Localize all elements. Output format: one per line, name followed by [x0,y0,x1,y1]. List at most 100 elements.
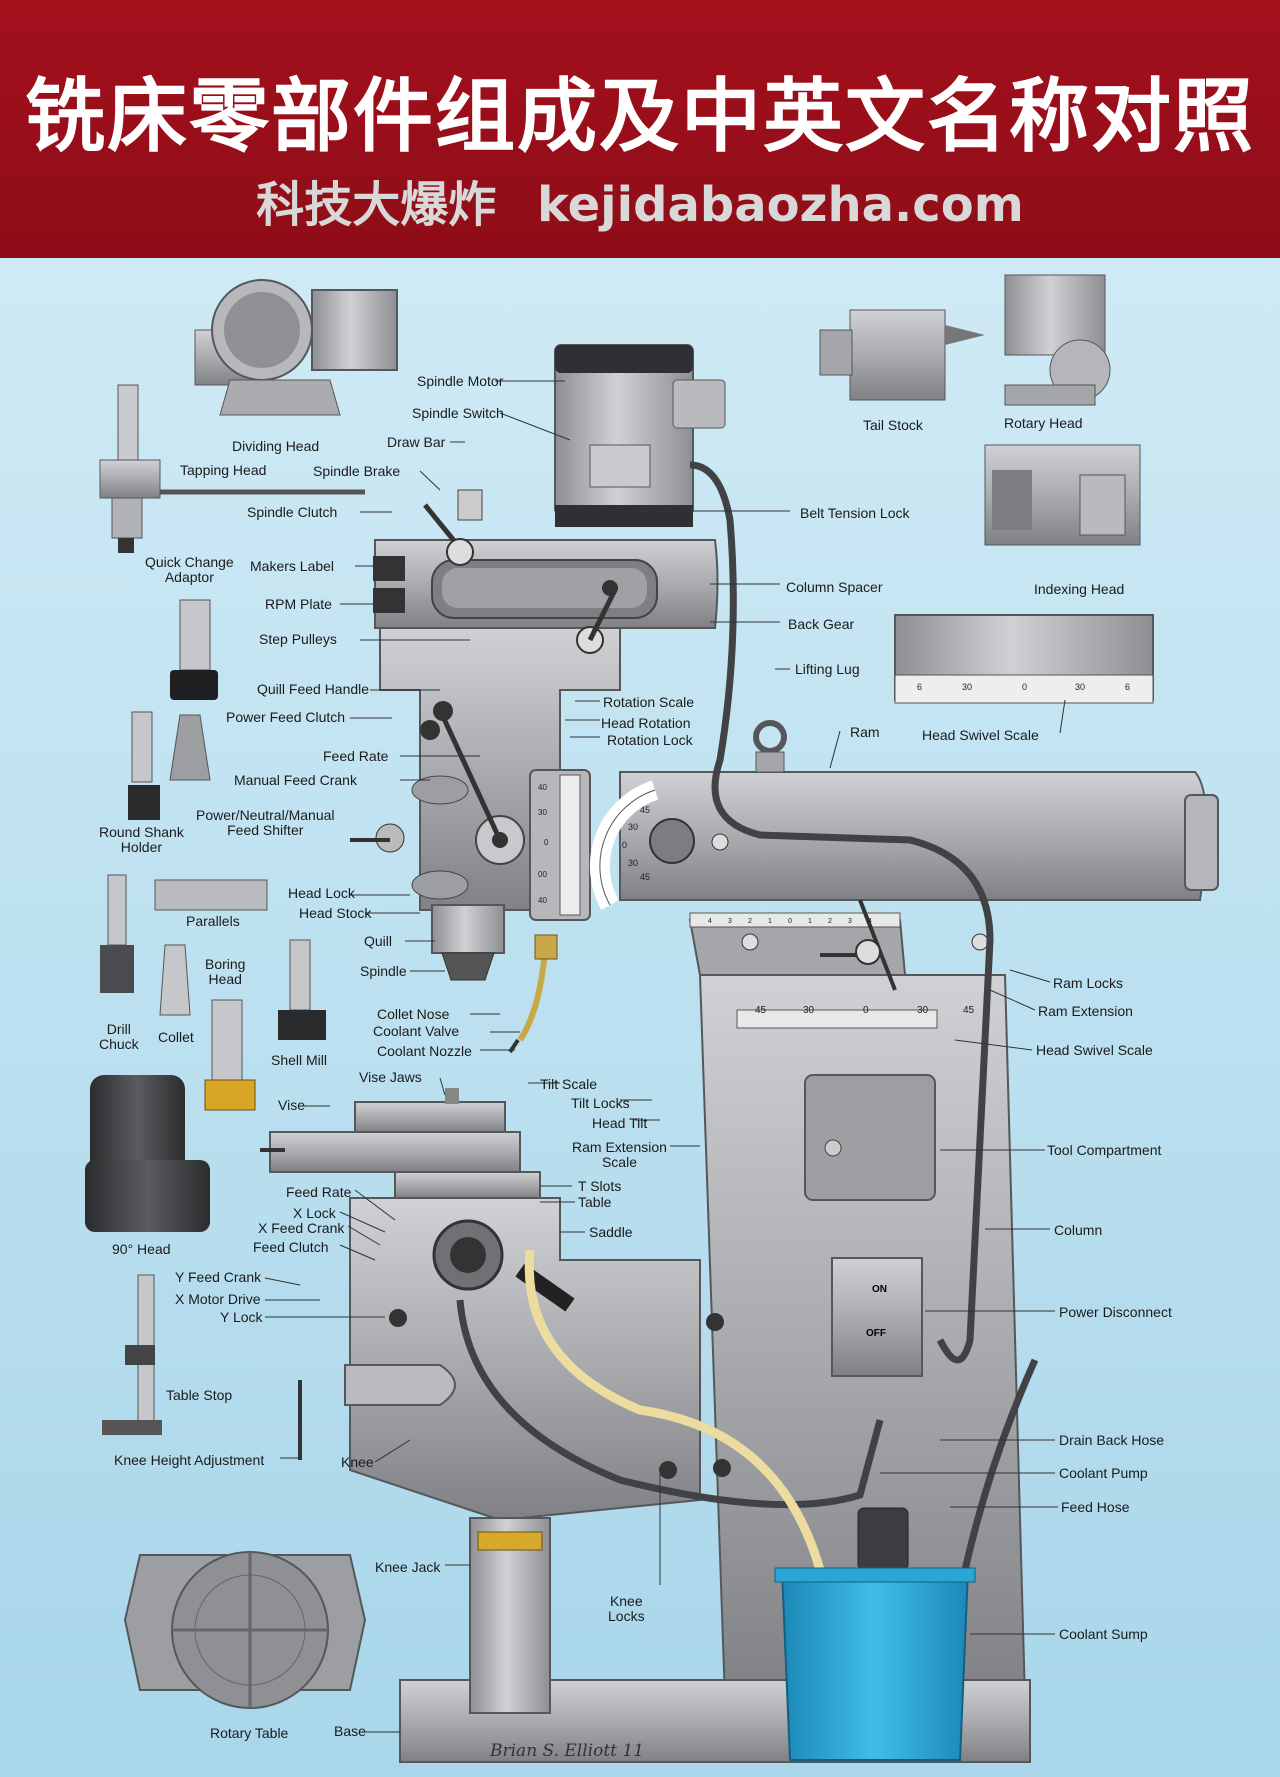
label-column: Column [1054,1222,1103,1238]
label-knee-locks: Knee Locks [608,1593,645,1624]
scale-tick: 2 [748,918,752,925]
rpm-plate [373,588,405,613]
swivel-ram-scale-labels: 45 30 0 30 45 [755,1005,975,1016]
scale-tick: 45 [640,872,650,882]
label-ram-locks: Ram Locks [1053,975,1124,991]
leader-line [1059,699,1066,734]
label-ram-extension: Ram Extension [1038,1003,1133,1019]
leader-line [347,1225,381,1246]
ram-ext-scale-labels: 4 3 2 1 0 1 2 3 4 [708,918,872,925]
ram-extension-scale-bar [689,912,901,928]
scale-tick: 6 [1125,682,1130,692]
label-power-disconnect: Power Disconnect [1059,1304,1172,1320]
label-feed-clutch: Feed Clutch [253,1239,329,1255]
head-assembly [350,344,726,1054]
collet [159,944,191,1016]
label-rotation-lock: Rotation Lock [607,732,693,748]
label-spindle-clutch: Spindle Clutch [247,504,338,520]
scale-tick: 0 [788,918,792,925]
leader-line [989,989,1036,1011]
leader-line [829,730,841,769]
label-collet-nose: Collet Nose [377,1006,450,1022]
switch-off-label: OFF [866,1328,886,1339]
label-column-spacer: Column Spacer [786,579,883,595]
table [394,1171,541,1199]
label-head-tilt: Head Tilt [592,1115,648,1131]
label-feed-rate-head: Feed Rate [323,748,389,764]
scale-tick: 4 [708,918,712,925]
tail-stock [819,309,985,401]
label-makers-label: Makers Label [250,558,335,574]
label-quill: Quill [364,933,393,949]
scale-tick: 0 [863,1005,869,1016]
title-banner: 铣床零部件组成及中英文名称对照 科技大爆炸 kejidabaozha.com [0,0,1280,258]
scale-tick: 40 [538,896,547,905]
scale-tick: 45 [963,1005,975,1016]
rotary-head [1004,274,1111,406]
label-spindle-motor: Spindle Motor [417,373,504,389]
power-disconnect-box: ON OFF [831,1257,923,1377]
rotation-scale-arc [589,780,659,910]
label-saddle: Saddle [589,1224,633,1240]
label-spindle-brake: Spindle Brake [313,463,401,479]
page-title: 铣床零部件组成及中英文名称对照 [25,70,1255,163]
drill-chuck [100,874,134,993]
leader-line [954,1039,1033,1051]
label-knee-height-adjustment: Knee Height Adjustment [114,1452,265,1468]
label-shell-mill: Shell Mill [271,1052,328,1068]
label-draw-bar: Draw Bar [387,434,446,450]
label-head-swivel-scale-top: Head Swivel Scale [922,727,1039,743]
label-step-pulleys: Step Pulleys [259,631,337,647]
label-t-slots: T Slots [578,1178,622,1194]
scale-tick: 30 [628,822,638,832]
label-tilt-scale: Tilt Scale [540,1076,598,1092]
label-vise-jaws: Vise Jaws [359,1069,422,1085]
label-head-swivel-scale: Head Swivel Scale [1036,1042,1153,1058]
tapping-head [99,384,365,553]
vise [260,1088,521,1173]
artist-signature: Brian S. Elliott 11 [490,1741,645,1761]
leader-lines [264,380,1066,1733]
scale-tick: 30 [962,682,972,692]
scale-tick: 45 [755,1005,767,1016]
leader-line [439,1077,446,1096]
label-parallels: Parallels [186,913,240,929]
tilt-scale-labels: 40 30 0 00 40 [538,783,549,905]
label-manual-feed-crank: Manual Feed Crank [234,772,357,788]
label-coolant-pump: Coolant Pump [1059,1465,1148,1481]
ram-body [619,771,1219,1029]
scale-tick: 2 [828,918,832,925]
scale-tick: 0 [622,840,627,850]
swivel-top-scale-labels: 6 30 0 30 6 [917,682,1130,692]
label-feed-hose: Feed Hose [1061,1499,1130,1515]
quick-change-adaptor [170,599,218,700]
label-boring-head: Boring Head [205,956,246,987]
leader-line [339,1211,386,1233]
scale-tick: 1 [808,918,812,925]
label-back-gear: Back Gear [788,616,855,632]
label-x-lock: X Lock [293,1205,336,1221]
scale-tick: 45 [640,805,650,815]
scale-tick: 3 [848,918,852,925]
label-rotary-head: Rotary Head [1004,415,1083,431]
label-rotation-scale: Rotation Scale [603,694,695,710]
coolant-sump-assembly [774,1507,976,1761]
label-x-motor-drive: X Motor Drive [175,1291,261,1307]
label-tilt-locks: Tilt Locks [571,1095,630,1111]
label-head-rotation: Head Rotation [601,715,691,731]
scale-tick: 0 [1022,682,1027,692]
label-power-neutral-manual: Power/Neutral/Manual Feed Shifter [196,807,335,838]
label-coolant-nozzle: Coolant Nozzle [377,1043,472,1059]
label-tool-compartment: Tool Compartment [1047,1142,1162,1158]
label-feed-rate-table: Feed Rate [286,1184,352,1200]
boring-head [204,999,256,1111]
rotary-table [123,1551,367,1709]
round-shank-holder [128,711,211,820]
scale-tick: 00 [538,870,547,879]
label-ram-extension-scale: Ram Extension Scale [572,1139,667,1170]
label-coolant-valve: Coolant Valve [373,1023,460,1039]
scale-tick: 30 [803,1005,815,1016]
makers-label-plate [373,556,405,581]
parallels [154,879,268,911]
